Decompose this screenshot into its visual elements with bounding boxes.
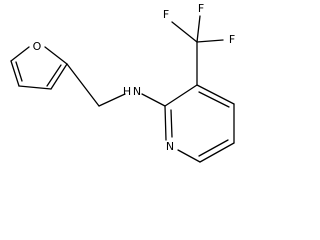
bond-npy-c2py xyxy=(164,105,167,141)
bond-cf3-f-topright xyxy=(196,15,201,43)
fluorine-top-left-label: F xyxy=(163,8,169,21)
bond-npy-c2py-inner xyxy=(170,109,173,138)
amine-nitrogen-label: N xyxy=(133,85,141,98)
chemical-structure: O H N N F F F xyxy=(10,2,236,163)
bond-c2-c3 xyxy=(50,63,68,90)
bond-c6py-npy xyxy=(177,149,201,163)
bond-cf3-f-topleft xyxy=(171,21,198,43)
bond-o-c2 xyxy=(44,46,68,65)
bond-c2-ch2 xyxy=(66,63,100,107)
furan-oxygen-label: O xyxy=(33,40,42,53)
fluorine-right-label: F xyxy=(229,33,235,46)
bond-c5py-c6py xyxy=(199,142,235,163)
bond-c2py-c3py xyxy=(164,84,198,107)
bond-ch2-n xyxy=(98,93,126,107)
pyridine-ring xyxy=(164,84,235,163)
furan-ring xyxy=(10,46,68,90)
bond-c4-c5 xyxy=(10,60,20,87)
bond-c2-c3-inner xyxy=(46,64,62,87)
bond-c4-c5-inner xyxy=(15,61,23,82)
bond-c5py-c6py-inner xyxy=(198,139,229,157)
bond-c3py-c4py xyxy=(196,84,235,105)
trifluoromethyl-group xyxy=(171,15,224,86)
bond-n-c2py xyxy=(141,93,166,107)
fluorine-top-right-label: F xyxy=(198,2,204,15)
atom-labels: O H N N F F F xyxy=(33,2,236,153)
pyridine-nitrogen-label: N xyxy=(166,140,174,153)
amine-hydrogen-label: H xyxy=(123,85,131,98)
structure-canvas: O H N N F F F xyxy=(10,2,236,163)
bond-cf3-f-right xyxy=(196,39,224,43)
bond-c5-o xyxy=(10,46,30,62)
bond-c3py-c4py-inner xyxy=(198,91,230,108)
bond-c3-c4 xyxy=(18,85,52,90)
